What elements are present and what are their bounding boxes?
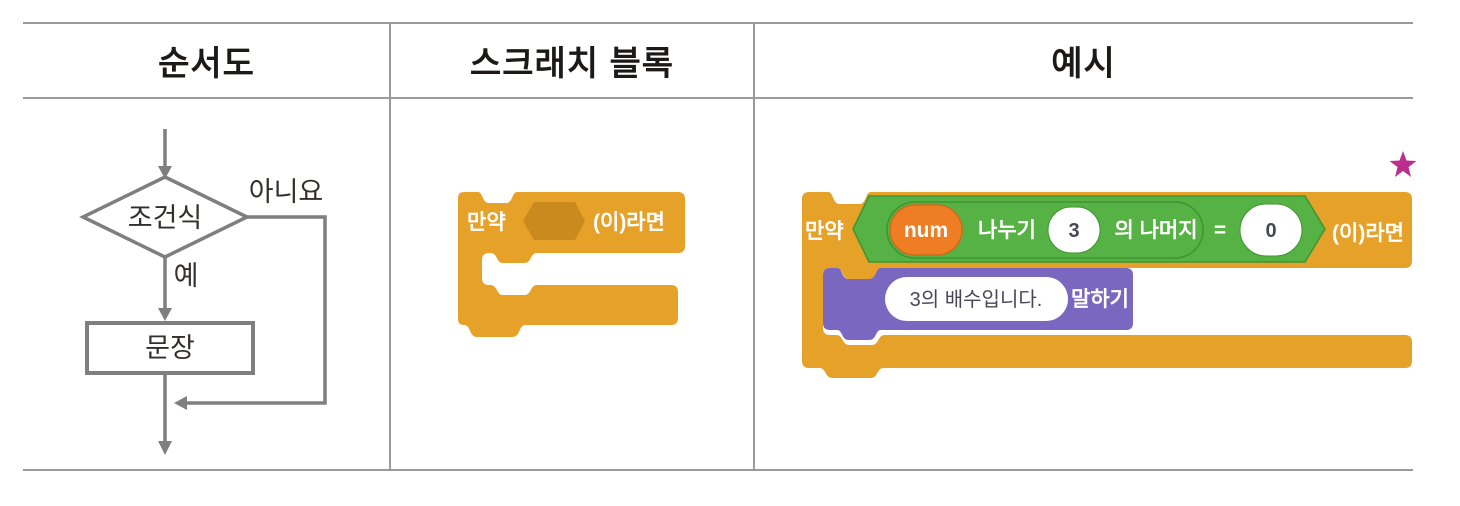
- example-if-prefix-label: 만약: [805, 220, 844, 243]
- divide-label: 나누기: [978, 219, 1036, 242]
- statement-box: [85, 321, 255, 375]
- target-value: 0: [1265, 220, 1276, 242]
- divisor-value: 3: [1068, 220, 1079, 242]
- remainder-label: 의 나머지: [1114, 219, 1197, 242]
- table-bottom-border: [23, 469, 1413, 471]
- example-blocks: 만약 num 나누기 3 의 나머지 = 0 (이)라면 3의 배수입니다. 말…: [802, 151, 1417, 378]
- message-pill: [885, 277, 1068, 321]
- divisor-oval: [1047, 206, 1101, 254]
- header-example: 예시: [1051, 44, 1116, 83]
- if-block-body: [458, 192, 685, 337]
- example-if-suffix-label: (이)라면: [1332, 222, 1404, 245]
- yes-branch-label: 예: [174, 261, 199, 291]
- condition-slot-hexagon: [523, 202, 585, 240]
- remainder-operator-outline: [886, 201, 1204, 259]
- column-divider-1: [389, 22, 391, 471]
- decision-label: 조건식: [128, 203, 203, 233]
- flow-exit-arrowhead: [158, 441, 172, 455]
- flow-no-branch-arrowhead: [174, 396, 187, 410]
- flowchart-diagram: 조건식 아니요 예 문장: [79, 129, 327, 455]
- if-suffix-label: (이)라면: [593, 211, 665, 234]
- flow-entry-arrowhead: [158, 166, 172, 179]
- flow-yes-arrowhead: [158, 308, 172, 321]
- if-prefix-label: 만약: [467, 211, 506, 234]
- header-scratch-block: 스크래치 블록: [469, 44, 675, 83]
- scratch-if-block: 만약 (이)라면: [458, 192, 685, 337]
- flow-no-branch-line: [186, 215, 327, 405]
- column-divider-2: [753, 22, 755, 471]
- say-label: 말하기: [1071, 288, 1129, 311]
- table-top-border: [23, 22, 1413, 24]
- message-text: 3의 배수입니다.: [910, 288, 1043, 311]
- equals-sign: =: [1214, 219, 1226, 242]
- statement-label: 문장: [145, 333, 195, 363]
- no-branch-label: 아니요: [249, 177, 324, 207]
- header-flowchart: 순서도: [158, 44, 255, 83]
- target-oval: [1239, 203, 1303, 257]
- variable-oval: [889, 204, 963, 256]
- table-header-border: [23, 97, 1413, 99]
- star-icon: [1389, 151, 1417, 177]
- variable-label: num: [904, 219, 948, 242]
